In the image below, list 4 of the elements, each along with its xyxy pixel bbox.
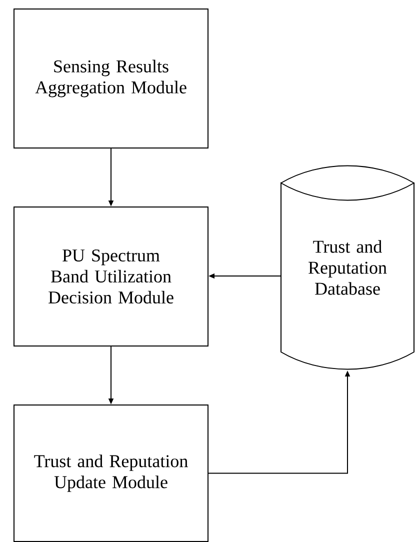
module-box: Trust and Reputation Update Module <box>14 404 208 542</box>
module-box: Sensing Results Aggregation Module <box>14 8 208 148</box>
module-box: PU Spectrum Band Utilization Decision Module <box>14 206 208 346</box>
database-cylinder: Trust and Reputation Database <box>280 165 414 370</box>
